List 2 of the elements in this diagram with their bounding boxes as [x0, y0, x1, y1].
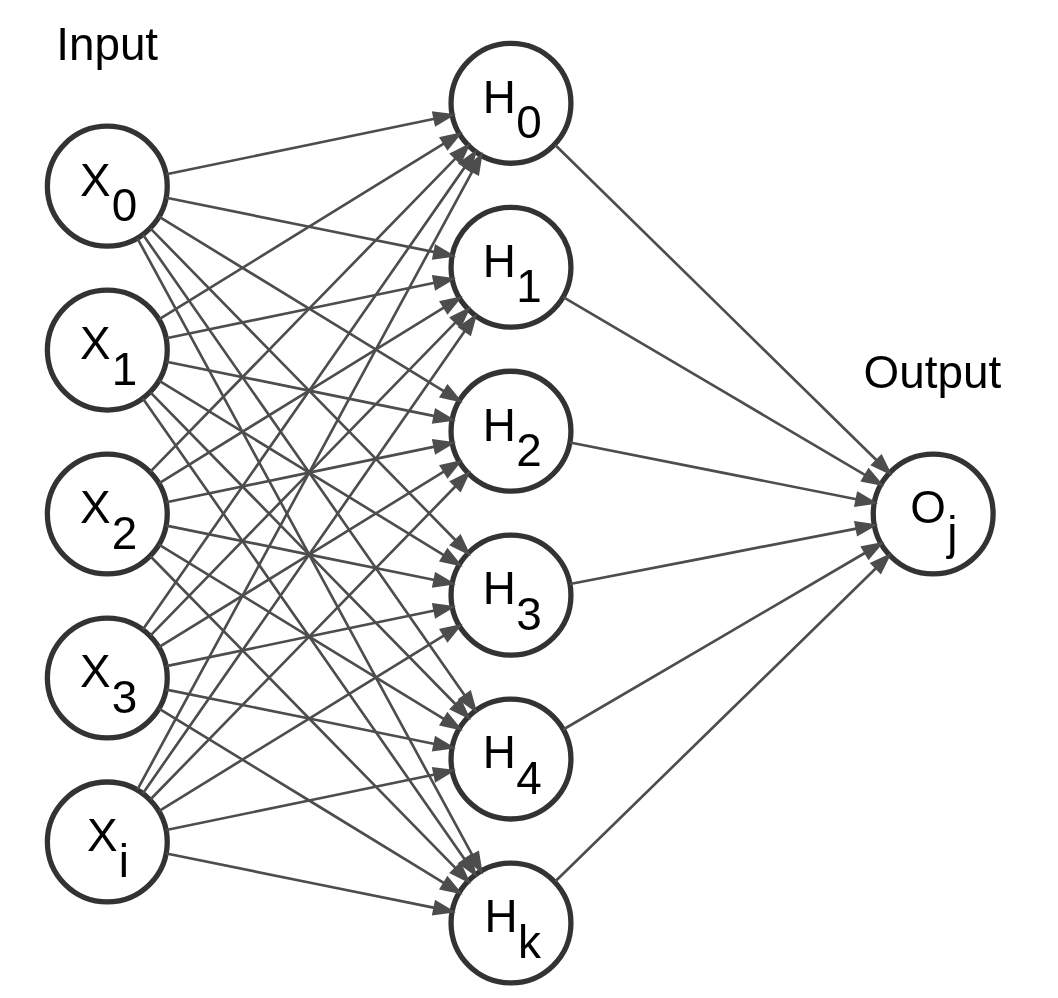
- label: Output: [863, 346, 1001, 398]
- label: Input: [55, 18, 158, 70]
